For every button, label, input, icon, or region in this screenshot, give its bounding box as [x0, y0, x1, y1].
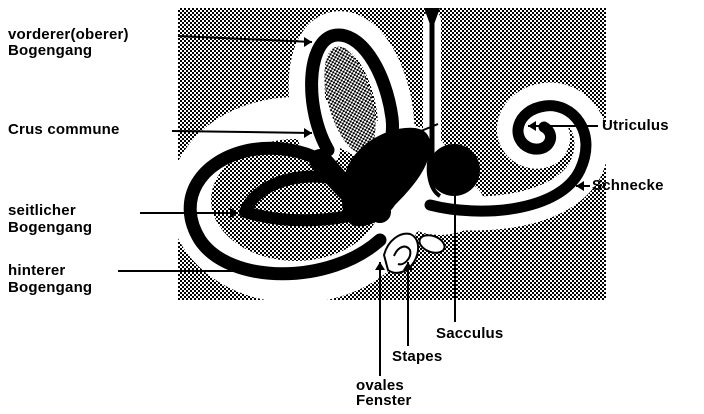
label-stapes: Stapes — [392, 349, 442, 365]
label-crus-commune: Crus commune — [8, 122, 120, 138]
label-lateral-canal-line1: seitlicher — [8, 203, 76, 219]
label-oval-window-line2: Fenster — [356, 393, 412, 409]
label-utriculus: Utriculus — [602, 118, 669, 134]
label-lateral-canal-line2: Bogengang — [8, 220, 92, 236]
label-anterior-canal-line2: Bogengang — [8, 43, 92, 59]
label-posterior-canal-line2: Bogengang — [8, 280, 92, 296]
label-schnecke: Schnecke — [592, 178, 664, 194]
label-sacculus: Sacculus — [436, 326, 503, 342]
label-anterior-canal-line1: vorderer(oberer) — [8, 27, 129, 43]
label-posterior-canal-line1: hinterer — [8, 263, 65, 279]
